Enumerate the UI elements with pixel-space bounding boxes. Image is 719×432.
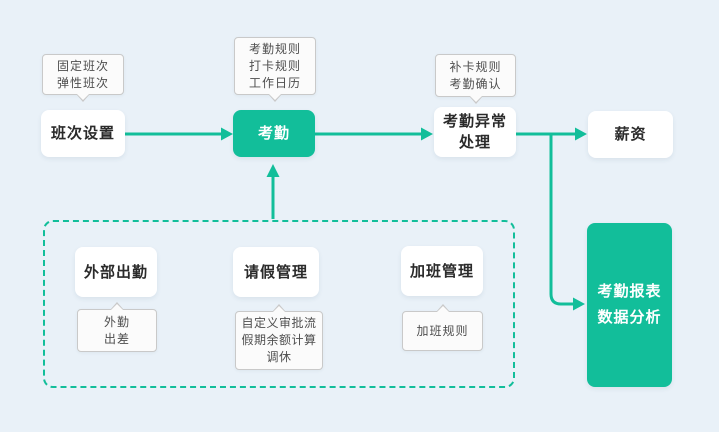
tooltip-line: 调休 <box>266 350 292 364</box>
node-attendance-exception-handling: 考勤异常 处理 <box>434 107 516 157</box>
node-attendance-report-analysis: 考勤报表 数据分析 <box>587 223 672 387</box>
node-label: 薪资 <box>614 126 647 143</box>
arrow-exception-to-salary <box>516 127 587 141</box>
node-leave-management: 请假管理 <box>233 247 319 297</box>
node-attendance: 考勤 <box>233 110 315 157</box>
node-label-line: 数据分析 <box>597 309 662 326</box>
arrow-attendance-to-exception <box>315 127 433 141</box>
tooltip-line: 固定班次 <box>56 58 109 73</box>
arrow-shift-to-attendance <box>125 127 233 141</box>
node-label: 班次设置 <box>50 125 115 142</box>
node-label: 考勤 <box>257 125 290 142</box>
node-label: 请假管理 <box>243 263 308 281</box>
tooltip-exception-rules: 补卡规则 考勤确认 <box>435 54 516 104</box>
node-label-line: 处理 <box>458 134 491 151</box>
tooltip-attendance-rules: 考勤规则 打卡规则 工作日历 <box>234 37 316 102</box>
tooltip-line: 假期余额计算 <box>241 333 317 347</box>
node-label-line: 考勤报表 <box>597 283 662 300</box>
node-external-attendance: 外部出勤 <box>75 247 157 297</box>
tooltip-line: 自定义审批流 <box>241 316 317 330</box>
tooltip-line: 外勤 <box>103 314 130 329</box>
tooltip-shift-types: 固定班次 弹性班次 <box>42 54 124 102</box>
tooltip-line: 考勤确认 <box>449 76 502 91</box>
node-label: 外部出勤 <box>83 263 148 281</box>
tooltip-overtime-rules: 加班规则 <box>402 304 483 351</box>
tooltip-external-attendance-types: 外勤 出差 <box>77 302 157 352</box>
node-salary: 薪资 <box>588 111 673 158</box>
node-label-line: 考勤异常 <box>442 113 507 130</box>
tooltip-line: 考勤规则 <box>248 41 301 56</box>
tooltip-line: 打卡规则 <box>248 58 301 73</box>
tooltip-leave-features: 自定义审批流 假期余额计算 调休 <box>235 304 323 370</box>
arrow-branch-to-report <box>549 134 585 311</box>
node-label: 加班管理 <box>409 262 474 280</box>
tooltip-line: 补卡规则 <box>449 59 502 74</box>
arrow-group-to-attendance <box>266 164 280 219</box>
node-overtime-management: 加班管理 <box>401 246 483 296</box>
attendance-sources-group-border <box>43 220 515 388</box>
tooltip-line: 弹性班次 <box>56 75 109 90</box>
tooltip-line: 出差 <box>103 331 130 346</box>
tooltip-line: 加班规则 <box>416 323 469 338</box>
node-shift-settings: 班次设置 <box>41 110 125 157</box>
tooltip-line: 工作日历 <box>248 75 301 90</box>
